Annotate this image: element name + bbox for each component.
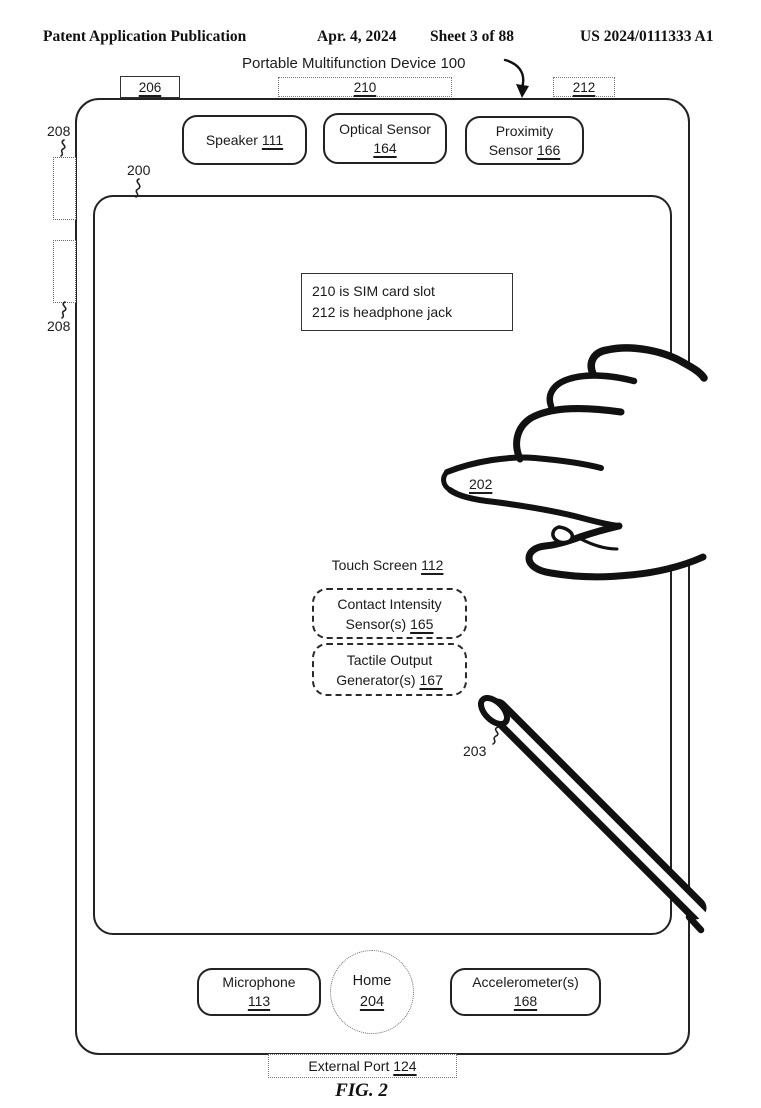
ref-203-stylus-label: 203 [463,743,487,759]
tactile-output-line2: Generator(s) 167 [336,671,443,688]
header-sheet: Sheet 3 of 88 [430,28,514,45]
ref-206-tab: 206 [120,76,180,98]
home-num: 204 [359,994,385,1010]
figure-title-text: Portable Multifunction Device [242,55,437,72]
leader-arrow-100 [503,58,529,98]
note-line-1: 210 is SIM card slot [312,283,435,299]
ref-202-finger-label: 202 [469,476,493,492]
note-box: 210 is SIM card slot 212 is headphone ja… [301,273,513,331]
contact-intensity-line1: Contact Intensity [337,595,442,612]
accelerometer-box: Accelerometer(s) 168 [450,968,601,1016]
microphone-label: Microphone [222,974,296,990]
home-button: Home 204 [330,950,414,1034]
side-button-top [53,157,76,220]
tactile-output-line1: Tactile Output [346,651,433,668]
contact-intensity-line2: Sensor(s) 165 [345,615,434,632]
home-label: Home [352,973,392,989]
ref-210-label: 210 [353,79,377,95]
figure-caption: FIG. 2 [335,1080,388,1101]
tactile-output-box: Tactile Output Generator(s) 167 [312,643,467,696]
accelerometer-label: Accelerometer(s) [472,974,579,990]
leader-squiggle-208-bottom [61,301,67,319]
speaker-label: Speaker 111 [205,131,284,148]
ref-208-bottom-label: 208 [47,318,71,334]
side-button-bottom [53,240,76,303]
contact-intensity-box: Contact Intensity Sensor(s) 165 [312,588,467,639]
ref-200-label: 200 [127,162,151,178]
ref-212-label: 212 [572,79,596,95]
header-date: Apr. 4, 2024 [317,28,397,45]
header-publication: Patent Application Publication [43,28,247,45]
optical-sensor-box: Optical Sensor 164 [323,113,447,164]
figure-title: Portable Multifunction Device 100 [242,55,465,72]
microphone-box: Microphone 113 [197,968,321,1016]
note-line-2: 212 is headphone jack [312,304,453,320]
speaker-box: Speaker 111 [182,115,307,165]
ref-212-tab-headphone-jack: 212 [553,77,615,97]
optical-sensor-num: 164 [373,139,397,156]
proximity-sensor-line1: Proximity [495,122,554,139]
optical-sensor-label: Optical Sensor [339,120,431,137]
accelerometer-num: 168 [513,993,538,1009]
ref-206-label: 206 [138,79,162,95]
ref-208-top-label: 208 [47,123,71,139]
external-port-box: External Port 124 [268,1054,457,1078]
header-patent-number: US 2024/0111333 A1 [580,28,714,45]
leader-squiggle-208-top [60,139,66,157]
proximity-sensor-line2: Sensor 166 [488,141,561,158]
figure-title-num: 100 [440,55,466,72]
proximity-sensor-box: Proximity Sensor 166 [465,116,584,165]
ref-210-tab-sim-slot: 210 [278,77,452,97]
touch-screen-label: Touch Screen 112 [331,557,444,573]
microphone-num: 113 [247,993,271,1009]
